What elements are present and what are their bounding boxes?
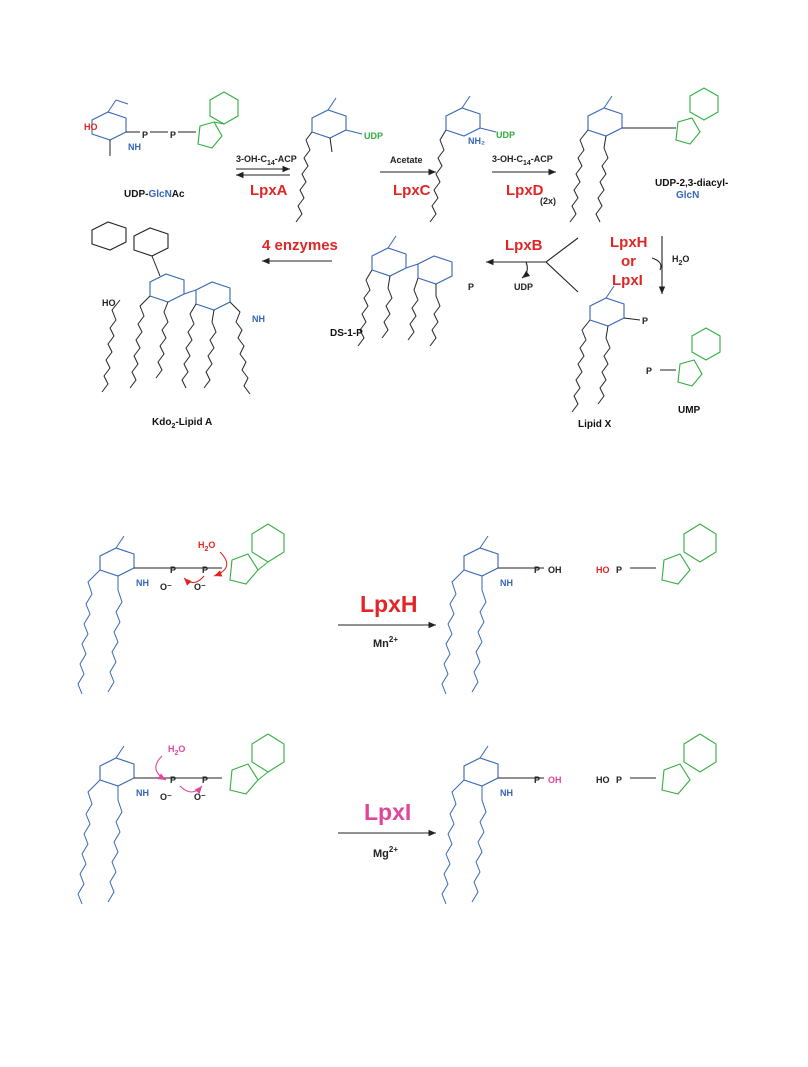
acyl-glcn-structure (429, 95, 497, 223)
udp-glcnac-structure (91, 91, 239, 156)
or-label: or (621, 253, 636, 270)
lpxh-leaving-arrow (183, 575, 205, 586)
lipid-x-structure (571, 285, 641, 413)
lpxi-product-oh: OH (548, 775, 562, 785)
ump-structure (660, 327, 721, 387)
lpxh-ump-p: P (616, 565, 622, 575)
lpxi-water: H2O (168, 744, 185, 757)
lpxh-nh: NH (136, 578, 149, 588)
ump-p-label: P (646, 366, 652, 376)
lpxi-product-ump (630, 733, 717, 795)
lpxi-o-minus-2: O⁻ (194, 792, 206, 802)
four-enzymes-label: 4 enzymes (262, 237, 338, 254)
lpxh-water: H2O (198, 540, 215, 553)
lpxh-attack-arrow (213, 551, 228, 577)
lpxh-product-p: P (534, 565, 540, 575)
nh-label: NH (128, 142, 141, 152)
p-label: P (142, 130, 148, 140)
udp-diacyl-label-2: GlcN (676, 190, 699, 201)
lpxh-ump-ho: HO (596, 565, 610, 575)
ho-red-label: HO (84, 122, 98, 132)
lpxh-product-oh: OH (548, 565, 562, 575)
lpxh-substrate (77, 523, 285, 695)
udp-release-label: UDP (514, 282, 533, 292)
kdo-nh-label: NH (252, 314, 265, 324)
ds1p-structure (357, 235, 453, 347)
lpxi-substrate (77, 733, 285, 905)
lpxi-leaving-arrow (179, 785, 203, 795)
lpxh-o-minus-1: O⁻ (160, 582, 172, 592)
kdo2-lipid-a-label: Kdo2-Lipid A (152, 417, 212, 430)
ump-label: UMP (678, 405, 701, 416)
lpxi-ump-p: P (616, 775, 622, 785)
lpxh-enzyme-label: LpxH (360, 591, 418, 617)
acyl-glcnac-structure (295, 97, 363, 223)
lpxh-product-nh: NH (500, 578, 513, 588)
lipidx-p-label: P (642, 316, 648, 326)
mg-label: Mg2+ (373, 845, 398, 860)
lpxi-p2: P (202, 775, 208, 785)
lpxd-label: LpxD (506, 182, 544, 199)
udp-diacyl-label-1: UDP-2,3-diacyl- (655, 178, 728, 189)
acetate-label: Acetate (390, 155, 423, 165)
acp-label-a: 3-OH-C14-ACP (236, 154, 297, 167)
nh2-label: NH₂ (468, 136, 485, 146)
lpxh-product-lipid-x (441, 535, 544, 695)
lpxh-p2: P (202, 565, 208, 575)
lpxi-nh: NH (136, 788, 149, 798)
lpxa-label: LpxA (250, 182, 288, 199)
lpxb-arrow (486, 237, 579, 293)
lpxi-label-top: LpxI (612, 272, 643, 289)
h2o-label-top: H2O (672, 254, 689, 267)
lpxi-product-nh: NH (500, 788, 513, 798)
lpxh-lpxi-arrow (651, 236, 666, 294)
lpxh-p1: P (170, 565, 176, 575)
lpxh-label-top: LpxH (610, 234, 648, 251)
ds1p-label: DS-1-P (330, 328, 363, 339)
lipid-x-label: Lipid X (578, 419, 612, 430)
two-x-label: (2x) (540, 196, 556, 206)
lpxa-arrow (236, 165, 290, 179)
lpxh-o-minus-2: O⁻ (194, 582, 206, 592)
lpxi-ump-ho: HO (596, 775, 610, 785)
udp-diacyl-glcn-structure (569, 87, 719, 223)
lpxi-p1: P (170, 775, 176, 785)
lpxb-label: LpxB (505, 237, 543, 254)
udp-tag-1: UDP (364, 131, 383, 141)
p-label-2: P (170, 130, 176, 140)
kdo2-lipid-a-structure (91, 221, 251, 395)
ds1p-p-label: P (468, 282, 474, 292)
lpxc-label: LpxC (393, 182, 431, 199)
lpxi-enzyme-label: LpxI (364, 799, 411, 825)
acp-label-d: 3-OH-C14-ACP (492, 154, 553, 167)
mn-label: Mn2+ (373, 635, 398, 650)
lpxi-attack-arrow (155, 755, 167, 781)
lpxi-product-p: P (534, 775, 540, 785)
lpxh-product-ump (630, 523, 717, 585)
kdo-ho-label: HO (102, 298, 116, 308)
udp-tag-2: UDP (496, 130, 515, 140)
lpxi-o-minus-1: O⁻ (160, 792, 172, 802)
udp-glcnac-label: UDP-GlcNAc (124, 189, 185, 200)
lpxi-product-lipid-x (441, 745, 544, 905)
